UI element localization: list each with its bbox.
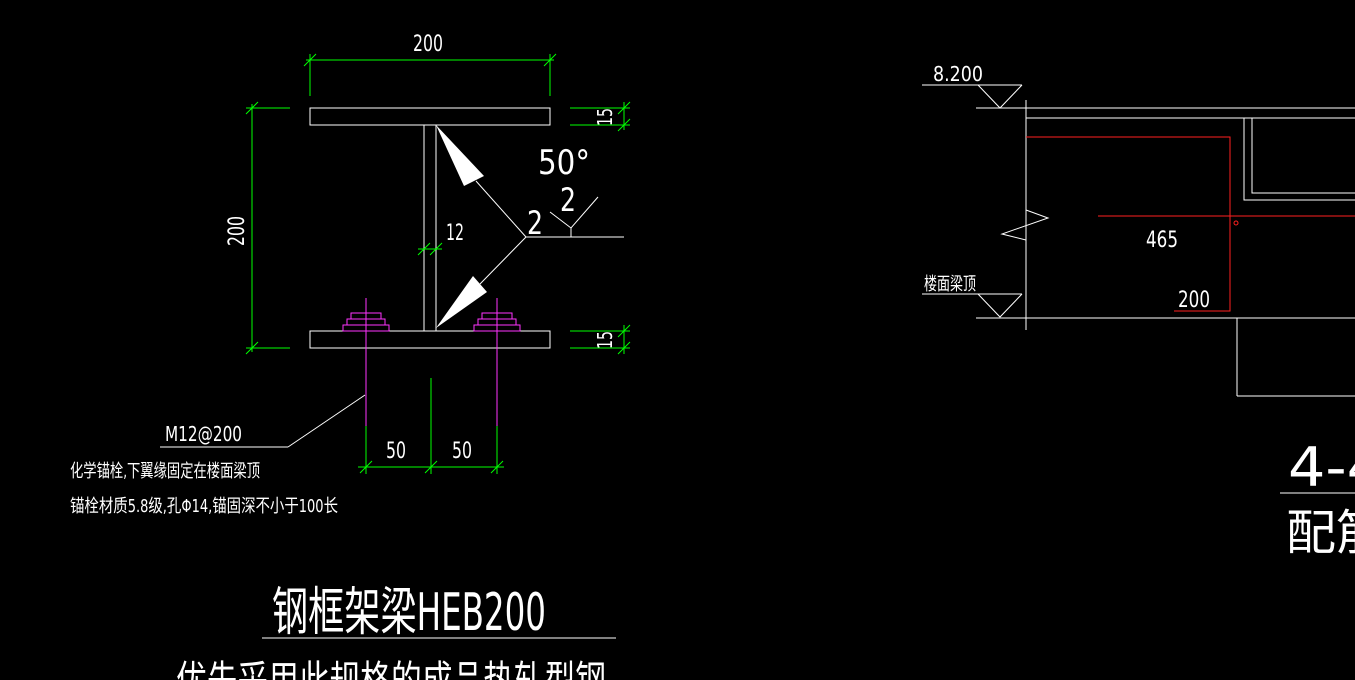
anchor-bolts — [342, 298, 521, 426]
section-subtitle: 配筋图 — [1286, 505, 1355, 561]
rebar-dim-465: 465 — [1146, 228, 1178, 253]
weld-symbol: 50° 2 2 — [436, 125, 624, 328]
dimensions — [245, 53, 631, 474]
anchor-spec: M12@200 — [165, 422, 242, 446]
anchor-note-line1: 化学锚栓,下翼缘固定在楼面梁顶 — [70, 461, 260, 482]
section-4-4-detail: 8.200 楼面梁顶 465 200 4-4 配筋图 — [922, 62, 1355, 561]
beam-subtitle: 优先采用此规格的成品热轧型钢 — [176, 658, 606, 680]
steel-beam-detail: 50° 2 2 — [70, 32, 631, 680]
anchor-note: M12@200 化学锚栓,下翼缘固定在楼面梁顶 锚栓材质5.8级,孔Φ14,锚固… — [70, 394, 366, 517]
rebar-dim-200: 200 — [1178, 288, 1210, 313]
top-flange — [309, 107, 551, 126]
weld-leader-lower — [479, 236, 527, 285]
anchor-bolt-left — [342, 298, 390, 426]
dimension-labels: 200 200 12 15 15 50 50 — [225, 32, 617, 464]
rebar-lines — [1026, 136, 1355, 312]
weld-leader-upper — [475, 180, 527, 238]
anchor-bolt-right — [473, 298, 521, 426]
flange-width-label: 200 — [413, 32, 443, 57]
weld-size-lower: 2 — [527, 204, 543, 242]
rebar-hook — [1026, 136, 1231, 312]
elevation-bottom-triangle — [977, 293, 1023, 318]
elevation-top-value: 8.200 — [933, 62, 983, 86]
bolt-spacing-right-label: 50 — [452, 439, 472, 464]
weld-angle-label: 50° — [538, 143, 590, 183]
weld-arrow-upper — [436, 125, 484, 186]
i-beam-section — [309, 107, 551, 349]
beam-title: 钢框架梁HEB200 — [272, 583, 546, 643]
anchor-note-line2: 锚栓材质5.8级,孔Φ14,锚固深不小于100长 — [70, 496, 338, 517]
section-title: 4-4 — [1288, 436, 1355, 499]
section-height-label: 200 — [225, 216, 250, 246]
weld-arrow-lower — [436, 276, 487, 328]
bottom-flange — [309, 330, 551, 349]
elevation-label: 楼面梁顶 — [924, 274, 976, 295]
weld-size-upper: 2 — [560, 181, 576, 219]
elevation-top-triangle — [977, 84, 1023, 109]
break-line — [1000, 118, 1050, 330]
web-thickness-label: 12 — [446, 221, 464, 246]
bolt-spacing-left-label: 50 — [386, 439, 406, 464]
flange-thickness-bottom-label: 15 — [593, 331, 617, 349]
flange-thickness-top-label: 15 — [593, 108, 617, 126]
